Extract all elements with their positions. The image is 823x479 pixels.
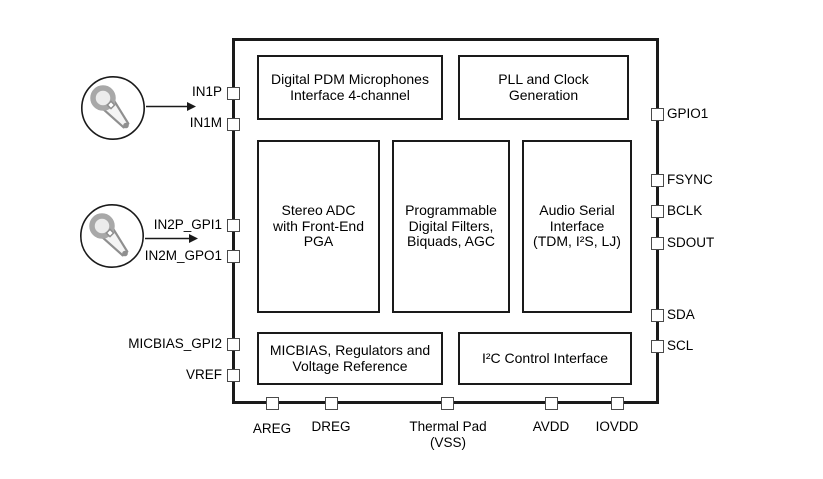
pin-label-in1p: IN1P [191, 84, 222, 99]
pin-label-micbias-gpi2: MICBIAS_GPI2 [128, 336, 222, 351]
block-label: MICBIAS, Regulators and [269, 342, 431, 358]
block-label: PGA [303, 233, 334, 250]
block-label: Digital Filters, [408, 217, 494, 234]
pin-square-areg [265, 396, 279, 410]
block-label: Voltage Reference [292, 357, 408, 374]
block-micbias-regulators: MICBIAS, Regulators and Voltage Referenc… [257, 332, 443, 385]
pin-label-sdout: SDOUT [667, 235, 715, 250]
pin-square-in1p [226, 86, 240, 100]
pin-label-in1m: IN1M [189, 115, 222, 130]
pin-square-avdd [544, 396, 558, 410]
block-label: Interface [549, 217, 605, 234]
pin-square-vref [226, 368, 240, 382]
block-label: (TDM, I²S, LJ) [533, 233, 621, 250]
pin-label-thermal-line1: Thermal Pad [409, 419, 487, 434]
block-programmable-filters: Programmable Digital Filters, Biquads, A… [392, 140, 510, 313]
pin-square-in2m-gpo1 [226, 249, 240, 263]
block-audio-serial-interface: Audio Serial Interface (TDM, I²S, LJ) [522, 140, 632, 313]
mic2-signal-arrow [145, 234, 198, 243]
pin-label-iovdd: IOVDD [595, 419, 639, 434]
pin-square-fsync [650, 173, 664, 187]
block-label: Biquads, AGC [407, 233, 495, 250]
pin-label-thermal-pad: Thermal Pad (VSS) [388, 419, 508, 451]
pin-label-thermal-line2: (VSS) [429, 435, 466, 450]
microphone-icon [80, 75, 146, 141]
block-label: Stereo ADC [281, 202, 356, 219]
pin-label-scl: SCL [667, 338, 694, 353]
block-label: Interface 4-channel [290, 86, 410, 103]
pin-square-in2p-gpi1 [226, 218, 240, 232]
pin-square-iovdd [610, 396, 624, 410]
pin-square-sdout [650, 236, 664, 250]
pin-label-areg: AREG [252, 421, 292, 436]
pin-square-gpio1 [650, 107, 664, 121]
block-label: Audio Serial [539, 202, 615, 219]
pin-label-in2p-gpi1: IN2P_GPI1 [153, 217, 222, 232]
pin-square-in1m [226, 117, 240, 131]
pin-square-scl [650, 339, 664, 353]
pin-label-fsync: FSYNC [667, 172, 713, 187]
pin-label-avdd: AVDD [532, 419, 570, 434]
pin-label-vref: VREF [185, 367, 222, 382]
block-label: with Front-End [272, 217, 365, 234]
block-i2c-control-interface: I²C Control Interface [458, 332, 632, 385]
block-label: Generation [508, 86, 579, 103]
pin-label-bclk: BCLK [667, 203, 703, 218]
block-label: I²C Control Interface [481, 349, 609, 366]
block-digital-pdm-interface: Digital PDM Microphones Interface 4-chan… [257, 55, 443, 120]
microphone-icon [79, 203, 145, 269]
pin-square-micbias-gpi2 [226, 337, 240, 351]
pin-label-in2m-gpo1: IN2M_GPO1 [144, 248, 222, 263]
pin-square-dreg [324, 396, 338, 410]
pin-label-sda: SDA [667, 307, 695, 322]
block-label: Digital PDM Microphones [271, 71, 429, 87]
pin-square-bclk [650, 204, 664, 218]
block-label: Programmable [405, 202, 497, 219]
block-pll-clock-generation: PLL and Clock Generation [458, 55, 629, 120]
pin-square-thermal-pad [440, 396, 454, 410]
mic1-signal-arrow [146, 102, 196, 111]
pin-label-gpio1: GPIO1 [667, 106, 709, 121]
block-stereo-adc-pga: Stereo ADC with Front-End PGA [257, 140, 380, 313]
pin-label-dreg: DREG [311, 419, 351, 434]
block-label: PLL and Clock [498, 71, 589, 87]
pin-square-sda [650, 308, 664, 322]
